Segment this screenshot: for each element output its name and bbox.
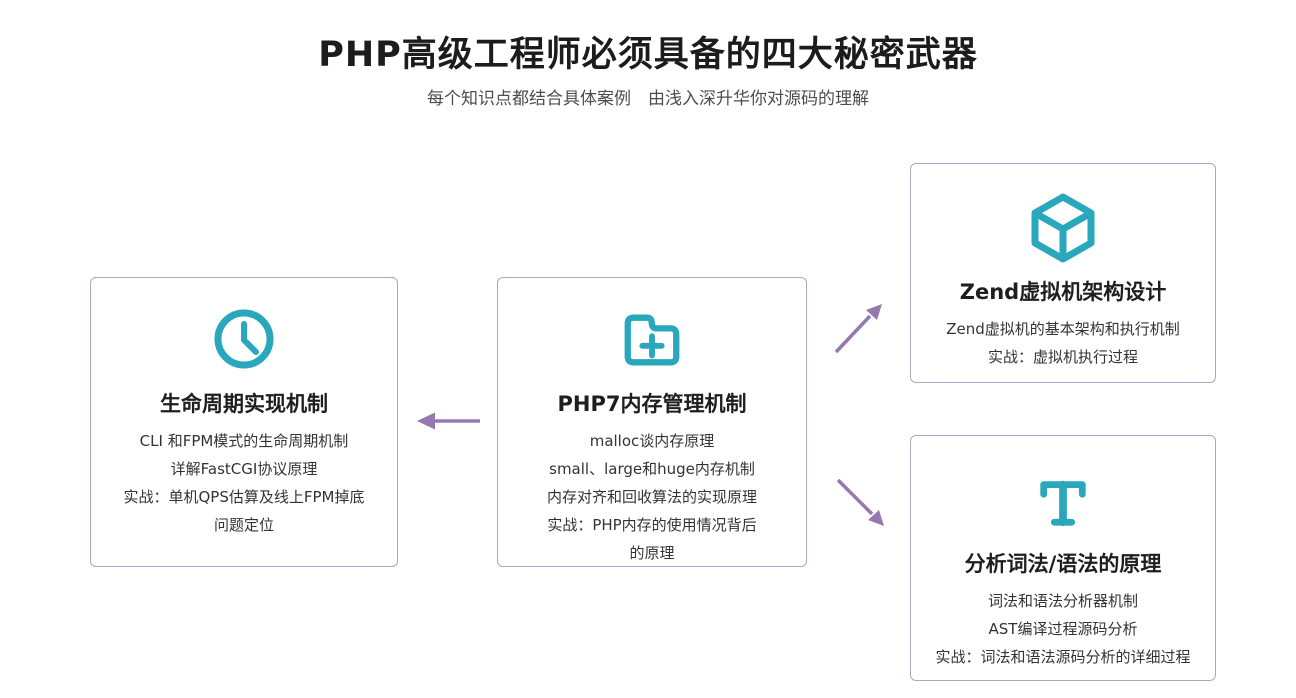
card-line: 实战：单机QPS估算及线上FPM掉底 [123, 488, 365, 506]
card-line: small、large和huge内存机制 [549, 460, 755, 478]
card-line: 的原理 [629, 544, 675, 562]
card-memory-lines: malloc谈内存原理 small、large和huge内存机制 内存对齐和回收… [498, 427, 806, 567]
cube-icon [911, 190, 1215, 266]
card-line: 详解FastCGI协议原理 [170, 460, 318, 478]
card-memory-title: PHP7内存管理机制 [557, 392, 747, 416]
clock-icon [91, 308, 397, 370]
text-tool-icon [911, 473, 1215, 529]
card-line: 内存对齐和回收算法的实现原理 [546, 488, 757, 506]
card-zend-title: Zend虚拟机架构设计 [959, 280, 1167, 304]
page-subtitle: 每个知识点都结合具体案例 由浅入深升华你对源码的理解 [427, 89, 869, 109]
card-parser: 分析词法/语法的原理 词法和语法分析器机制 AST编译过程源码分析 实战：词法和… [910, 435, 1216, 681]
arrow-down-right-icon [836, 478, 884, 526]
card-line: 词法和语法分析器机制 [987, 592, 1138, 610]
card-line: 实战：虚拟机执行过程 [987, 348, 1138, 366]
card-line: malloc谈内存原理 [589, 432, 715, 450]
card-lifecycle-title: 生命周期实现机制 [160, 392, 328, 416]
card-line: AST编译过程源码分析 [988, 620, 1138, 638]
arrow-up-right-icon [834, 304, 882, 354]
card-memory: PHP7内存管理机制 malloc谈内存原理 small、large和huge内… [497, 277, 807, 567]
card-zend-vm: Zend虚拟机架构设计 Zend虚拟机的基本架构和执行机制 实战：虚拟机执行过程 [910, 163, 1216, 383]
folder-plus-icon [498, 308, 806, 372]
card-zend-lines: Zend虚拟机的基本架构和执行机制 实战：虚拟机执行过程 [911, 315, 1215, 371]
arrow-left-icon [417, 412, 480, 430]
card-lifecycle: 生命周期实现机制 CLI 和FPM模式的生命周期机制 详解FastCGI协议原理… [90, 277, 398, 567]
page-title: PHP高级工程师必须具备的四大秘密武器 [318, 35, 978, 75]
card-line: 问题定位 [213, 516, 274, 534]
card-line: 实战：PHP内存的使用情况背后 [547, 516, 757, 534]
card-line: CLI 和FPM模式的生命周期机制 [139, 432, 349, 450]
card-line: Zend虚拟机的基本架构和执行机制 [946, 320, 1180, 338]
card-line: 实战：词法和语法源码分析的详细过程 [935, 648, 1191, 666]
card-lifecycle-lines: CLI 和FPM模式的生命周期机制 详解FastCGI协议原理 实战：单机QPS… [91, 427, 397, 539]
card-parser-title: 分析词法/语法的原理 [964, 552, 1162, 576]
card-parser-lines: 词法和语法分析器机制 AST编译过程源码分析 实战：词法和语法源码分析的详细过程 [911, 587, 1215, 671]
